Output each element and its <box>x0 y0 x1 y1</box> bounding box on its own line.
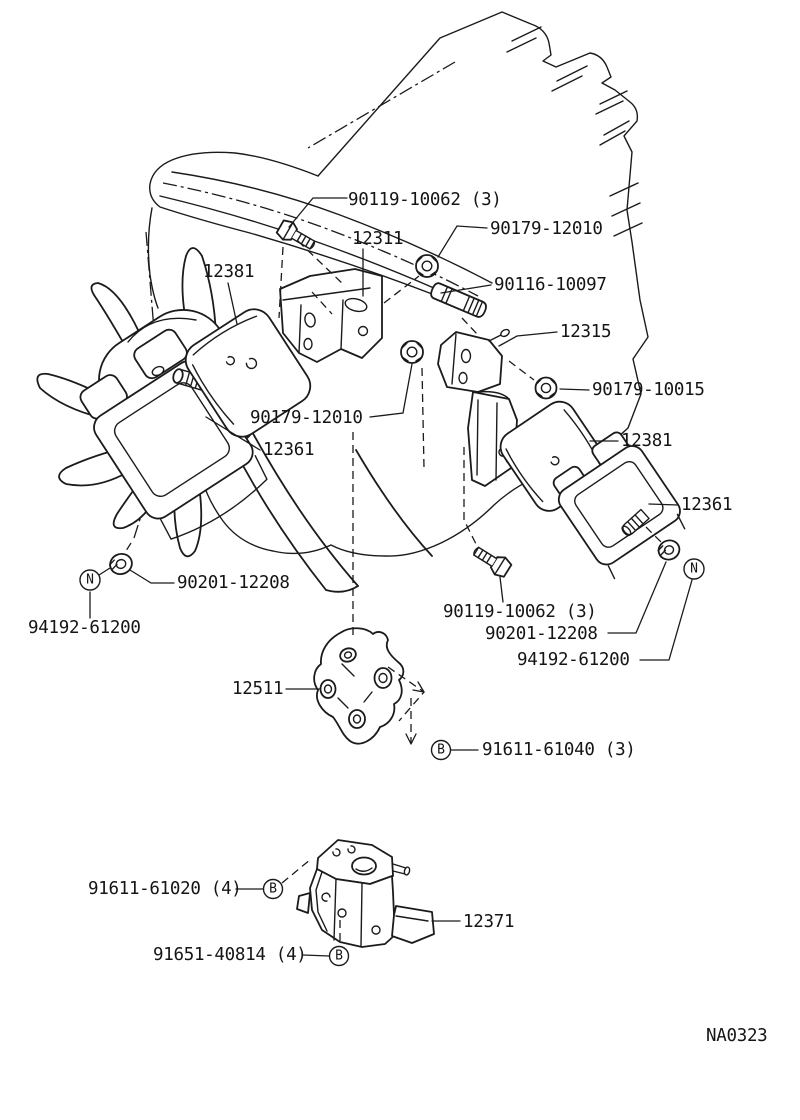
stud-90116-10097-drawing <box>430 282 487 318</box>
callout-90119-10062-lower: 90119-10062 (3) <box>443 602 597 622</box>
part-12511-drawing <box>313 627 405 745</box>
callout-12361-left: 12361 <box>263 440 314 460</box>
lock-washer-left-drawing <box>108 552 133 576</box>
stud-on-12361-right <box>621 508 650 536</box>
dash-bolt-to-12311 <box>297 240 346 287</box>
part-12311-drawing <box>279 268 383 363</box>
callout-12315: 12315 <box>560 322 611 342</box>
callout-12361-right: 12361 <box>681 495 732 515</box>
callout-90201-12208-left: 90201-12208 <box>177 573 290 593</box>
symbol-b-40814-letter: B <box>335 949 343 964</box>
callout-91611-61020: 91611-61020 (4) <box>88 879 242 899</box>
dash-stud-to-12315 <box>461 317 478 335</box>
symbol-n-right-letter: N <box>690 562 698 577</box>
symbol-n-right: N <box>683 558 705 580</box>
part-12371-drawing <box>296 839 435 948</box>
valve-cover-line-2 <box>159 195 453 297</box>
pulley-arc-inner <box>232 446 327 591</box>
dash-bolt-to-pad <box>278 246 284 319</box>
hatch-marks <box>506 26 643 237</box>
callout-90179-12010-upper: 90179-12010 <box>490 219 603 239</box>
fan-hub-inner-arc <box>127 317 197 343</box>
dash-nut-center-down <box>421 367 425 469</box>
arrowhead-down <box>405 733 417 745</box>
symbol-b-40814: B <box>328 945 350 967</box>
callout-12311: 12311 <box>352 229 403 249</box>
nut-90179-12010-upper-drawing <box>415 254 439 278</box>
engine-centerline-upper <box>307 61 456 149</box>
symbol-b-61020: B <box>262 878 284 900</box>
callout-91651-40814: 91651-40814 (4) <box>153 945 307 965</box>
valve-cover-line-1 <box>171 171 493 284</box>
drawing-code: NA0323 <box>706 1026 767 1046</box>
symbol-b-61040: B <box>430 739 452 761</box>
callout-90119-10062-upper: 90119-10062 (3) <box>348 190 502 210</box>
bolt-90119-upper-drawing <box>275 219 316 250</box>
symbol-n-left: N <box>79 567 111 591</box>
callout-12371: 12371 <box>463 912 514 932</box>
dash-12311-to-nut <box>383 275 420 304</box>
part-12361-right-drawing <box>552 431 686 580</box>
callout-90179-12010-center: 90179-12010 <box>250 408 363 428</box>
symbol-b-61020-letter: B <box>269 882 277 897</box>
symbol-b-61040-letter: B <box>437 743 445 758</box>
callout-90116-10097: 90116-10097 <box>494 275 607 295</box>
callout-94192-61200-right: 94192-61200 <box>517 650 630 670</box>
dash-b-to-12371 <box>281 858 312 884</box>
pulley-arc-bottom <box>325 585 359 593</box>
engine-left-edge <box>147 207 159 309</box>
callout-91611-61040: 91611-61040 (3) <box>482 740 636 760</box>
callout-90179-10015: 90179-10015 <box>592 380 705 400</box>
arrowhead-right <box>412 681 425 693</box>
nut-90179-12010-center-drawing <box>400 340 424 364</box>
construction-lines <box>278 240 663 944</box>
pulley-arc-outer <box>249 427 359 587</box>
part-12315-drawing <box>437 328 518 487</box>
leader-lines <box>89 197 693 957</box>
bolt-90119-lower-drawing <box>473 546 513 578</box>
callout-90201-12208-right: 90201-12208 <box>485 624 598 644</box>
pulley-arc-right <box>355 449 433 557</box>
callouts: 90119-10062 (3) 12311 90179-12010 90116-… <box>28 190 768 1046</box>
lock-washer-right-drawing <box>657 539 681 561</box>
dash-12315-to-bolt <box>463 447 478 547</box>
callout-12381-left: 12381 <box>203 262 254 282</box>
dash-pad-to-bracket <box>311 291 333 315</box>
dash-12315-to-nut <box>508 360 535 381</box>
dash-12361r-to-washer <box>645 526 663 544</box>
callout-12381-right: 12381 <box>621 431 672 451</box>
nut-90179-10015-drawing <box>534 376 558 400</box>
centerline-to-washer <box>123 542 132 555</box>
symbol-n-left-letter: N <box>86 573 94 588</box>
callout-12511: 12511 <box>232 679 283 699</box>
hole-on-12361-left <box>151 365 165 377</box>
callout-94192-61200-left: 94192-61200 <box>28 618 141 638</box>
part-12381-left-drawing <box>184 308 312 438</box>
